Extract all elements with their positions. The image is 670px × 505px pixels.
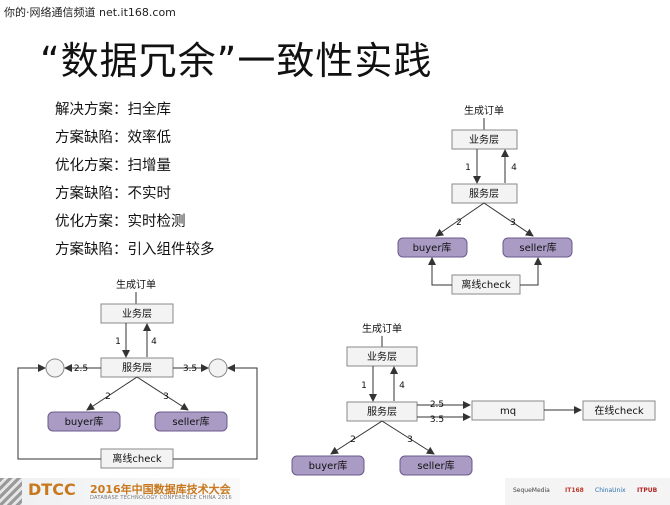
- bullet-item: 方案缺陷：不实时: [55, 186, 171, 202]
- seller-db-label: seller库: [519, 241, 556, 254]
- edge-2: [330, 420, 383, 455]
- seller-db-label: seller库: [172, 415, 209, 428]
- sponsor-logo: IT168: [565, 487, 584, 494]
- site-watermark: 你的·网络通信频道 net.it168.com: [4, 6, 176, 19]
- edge-2: [86, 376, 138, 411]
- dtcc-logo: DTCC: [28, 480, 76, 499]
- buyer-db: [291, 455, 365, 476]
- edge-3-label: 3: [407, 435, 413, 445]
- entry-label: 生成订单: [464, 104, 504, 117]
- footer-brand-area: DTCC 2016年中国数据库技术大会 DATABASE TECHNOLOGY …: [0, 478, 240, 505]
- conference-name: 2016年中国数据库技术大会: [90, 483, 231, 496]
- business-layer-label: 业务层: [367, 350, 397, 363]
- service-layer-label: 服务层: [122, 361, 152, 374]
- edge-3: [483, 202, 534, 237]
- bullet-item: 解决方案：扫全库: [55, 102, 171, 118]
- diagram-offline-check-full: 生成订单 业务层 1 4 服务层 2 3 buyer库 seller库 离线ch…: [397, 104, 573, 295]
- offline-check-label: 离线check: [112, 452, 161, 465]
- edge-3-5-label: 3.5: [430, 415, 444, 425]
- buyer-db-label: buyer库: [413, 241, 452, 254]
- service-layer-label: 服务层: [367, 405, 397, 418]
- seller-db-label: seller库: [417, 459, 454, 472]
- diagram-checkpoint-circles: 生成订单 业务层 1 4 服务层 2.5 3.5 2 3 buyer库 sell…: [17, 278, 258, 469]
- check-to-right-circle: [173, 364, 258, 460]
- edge-3-label: 3: [163, 392, 169, 402]
- checkpoint-circle-left: [45, 358, 65, 378]
- bullet-item: 方案缺陷：引入组件较多: [55, 242, 215, 258]
- edge-4-label: 4: [399, 381, 405, 391]
- footer-stripe: [0, 478, 22, 505]
- online-check-label: 在线check: [594, 404, 643, 417]
- edge-1-label: 1: [465, 163, 471, 173]
- diagram-online-check-mq: 生成订单 业务层 1 4 服务层 2.5 3.5 mq 在线check 2 3 …: [291, 322, 656, 476]
- entry-label: 生成订单: [362, 322, 402, 335]
- edge-4-label: 4: [511, 163, 517, 173]
- edge-2-label: 2: [456, 218, 462, 228]
- business-layer-label: 业务层: [122, 307, 152, 320]
- edge-2: [435, 202, 485, 237]
- seller-db: [399, 455, 473, 476]
- bullet-item: 优化方案：实时检测: [55, 214, 186, 230]
- business-layer-box: [346, 346, 418, 367]
- mq-label: mq: [500, 406, 516, 417]
- edge-3-5-label: 3.5: [183, 364, 197, 374]
- bullet-item: 优化方案：扫增量: [55, 158, 171, 174]
- footer-bar: DTCC 2016年中国数据库技术大会 DATABASE TECHNOLOGY …: [0, 478, 670, 505]
- edge-4-label: 4: [151, 337, 157, 347]
- check-to-seller: [520, 257, 542, 286]
- service-layer-label: 服务层: [469, 187, 499, 200]
- sponsor-logo: SequeMedia: [513, 487, 550, 494]
- buyer-db-label: buyer库: [309, 459, 348, 472]
- bullet-item: 方案缺陷：效率低: [55, 130, 171, 146]
- buyer-db-label: buyer库: [65, 415, 104, 428]
- sponsor-logos: SequeMedia IT168 ChinaUnix ITPUB: [505, 478, 670, 505]
- offline-check-label: 离线check: [461, 278, 510, 291]
- edge-1-label: 1: [115, 337, 121, 347]
- edge-3: [381, 420, 435, 455]
- sponsor-logo: ITPUB: [637, 487, 658, 494]
- seller-db: [154, 411, 228, 432]
- business-layer-box: [100, 303, 174, 324]
- edge-3: [136, 376, 189, 411]
- edge-2-label: 2: [350, 435, 356, 445]
- checkpoint-circle-right: [208, 358, 228, 378]
- edge-3-label: 3: [510, 218, 516, 228]
- conference-name-en: DATABASE TECHNOLOGY CONFERENCE CHINA 201…: [90, 495, 232, 501]
- edge-2-5-label: 2.5: [430, 400, 444, 410]
- slide-title: “数据冗余”一致性实践: [40, 39, 433, 83]
- buyer-db: [47, 411, 121, 432]
- check-to-left-circle: [17, 364, 101, 460]
- business-layer-label: 业务层: [469, 133, 499, 146]
- business-layer-box: [451, 129, 518, 150]
- edge-1-label: 1: [361, 381, 367, 391]
- bullet-list: 解决方案：扫全库 方案缺陷：效率低 优化方案：扫增量 方案缺陷：不实时 优化方案…: [55, 98, 215, 266]
- architecture-diagrams: 生成订单 业务层 1 4 服务层 2 3 buyer库 seller库 离线ch…: [17, 104, 656, 476]
- edge-2-5-label: 2.5: [74, 364, 88, 374]
- entry-label: 生成订单: [116, 278, 156, 291]
- check-to-buyer: [428, 257, 452, 286]
- edge-2-label: 2: [105, 392, 111, 402]
- online-check-box: [582, 400, 656, 421]
- sponsor-logo: ChinaUnix: [595, 487, 626, 494]
